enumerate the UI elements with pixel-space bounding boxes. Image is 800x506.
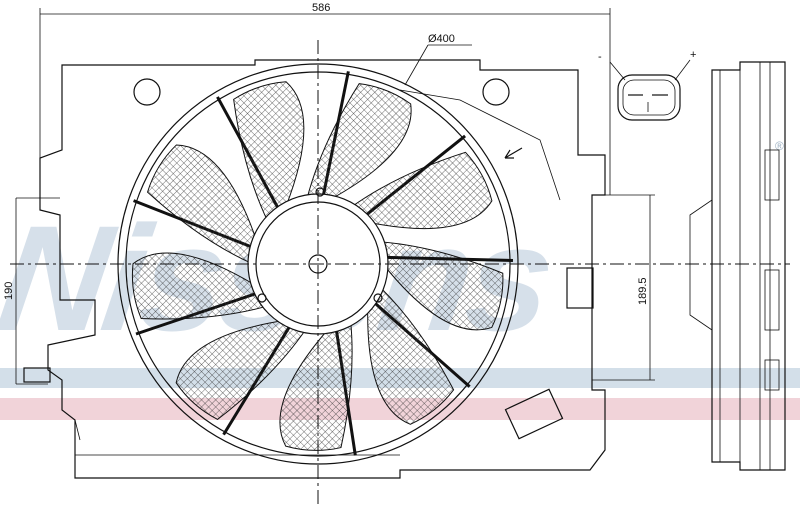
- registered-mark: ®: [775, 139, 784, 153]
- height-dimension-left: 190: [3, 197, 60, 385]
- hub-screw: [373, 293, 383, 303]
- resistor-module: [504, 388, 564, 440]
- fan-blade: [131, 252, 270, 320]
- shroud-outline: [39, 59, 606, 479]
- fan-blade: [279, 319, 353, 451]
- connector-minus-label: -: [598, 51, 602, 63]
- diameter-callout: Ø400: [404, 33, 472, 86]
- fan-blade: [146, 144, 258, 265]
- connector-plus-label: +: [690, 49, 696, 61]
- fan-blade: [233, 81, 305, 224]
- electrical-connector: - +: [598, 49, 696, 121]
- height-dimension-right: 189.5: [592, 194, 655, 381]
- shroud-strut: [385, 255, 514, 262]
- height-label-right: 189.5: [637, 277, 649, 305]
- airflow-arrow-icon: [504, 147, 523, 159]
- diameter-label: Ø400: [428, 33, 455, 45]
- connector-body: [617, 74, 681, 121]
- width-dimension: 586: [39, 2, 611, 205]
- fan-blade: [349, 151, 493, 230]
- fan-blade: [367, 285, 455, 425]
- mount-hole-top-right: [482, 78, 510, 106]
- fan-blade: [306, 83, 412, 201]
- mount-tab-right: [566, 267, 594, 309]
- shroud-detail: [61, 65, 400, 456]
- width-dimension-label: 586: [312, 2, 330, 14]
- height-label-left: 190: [3, 282, 15, 300]
- mount-hole-top-left: [133, 78, 161, 106]
- hub-screw: [257, 293, 267, 303]
- hub-screw: [315, 187, 325, 197]
- side-view: [689, 61, 786, 471]
- shroud-rib: [399, 89, 561, 201]
- mount-tab-left: [23, 367, 51, 383]
- fan-blade: [175, 319, 308, 420]
